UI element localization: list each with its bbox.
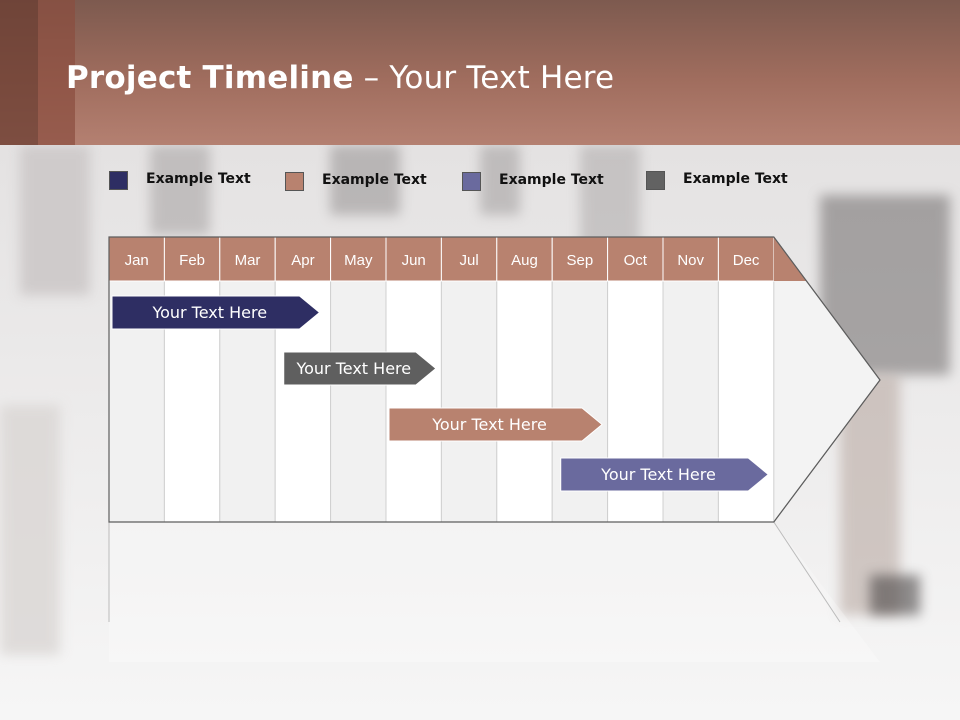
task-label-2: Your Text Here: [295, 359, 411, 378]
title-rest: – Your Text Here: [353, 60, 615, 96]
month-column-may: [330, 280, 387, 523]
month-header-may: [330, 236, 387, 282]
legend-swatch-4: [646, 171, 665, 190]
month-header-jan: [108, 236, 165, 282]
timeline-arrow-outline: [108, 236, 881, 523]
month-header-jun: [385, 236, 442, 282]
title-band: Project Timeline – Your Text Here: [0, 0, 960, 145]
month-header-nov: [662, 236, 719, 282]
legend-label-4: Example Text: [683, 171, 788, 187]
task-label-4: Your Text Here: [600, 465, 716, 484]
month-label-nov: Nov: [677, 252, 704, 269]
task-bar-3: [388, 407, 603, 442]
month-label-may: May: [344, 252, 373, 269]
page-title: Project Timeline – Your Text Here: [66, 60, 614, 96]
legend-label-2: Example Text: [322, 172, 427, 188]
month-label-jan: Jan: [125, 252, 149, 269]
month-column-jun: [385, 280, 442, 523]
month-label-sep: Sep: [567, 252, 594, 269]
month-label-apr: Apr: [291, 252, 314, 269]
header-accent-dark: [0, 0, 38, 145]
task-label-1: Your Text Here: [151, 303, 267, 322]
month-label-aug: Aug: [511, 252, 538, 269]
legend-swatch-2: [285, 172, 304, 191]
month-header-mar: [219, 236, 276, 282]
month-label-mar: Mar: [235, 252, 261, 269]
task-bar-4: [560, 457, 770, 492]
month-column-jul: [440, 280, 498, 523]
month-header-oct: [607, 236, 664, 282]
month-label-jul: Jul: [460, 252, 479, 269]
chart-reflection: [109, 522, 880, 662]
month-label-feb: Feb: [179, 252, 205, 269]
month-label-jun: Jun: [402, 252, 426, 269]
legend-swatch-3: [462, 172, 481, 191]
header-accent-mid: [38, 0, 75, 145]
legend-label-3: Example Text: [499, 172, 604, 188]
month-label-dec: Dec: [733, 252, 760, 269]
reflection-edge-right: [773, 521, 841, 623]
task-bar-1: [111, 295, 321, 330]
legend-label-1: Example Text: [146, 171, 251, 187]
month-column-aug: [496, 280, 553, 523]
title-bold: Project Timeline: [66, 60, 354, 96]
task-bar-2: [283, 351, 437, 386]
month-label-oct: Oct: [624, 252, 648, 269]
legend-swatch-1: [109, 171, 128, 190]
task-label-3: Your Text Here: [431, 415, 547, 434]
month-header-aug: [496, 236, 553, 282]
month-header-sep: [551, 236, 609, 282]
